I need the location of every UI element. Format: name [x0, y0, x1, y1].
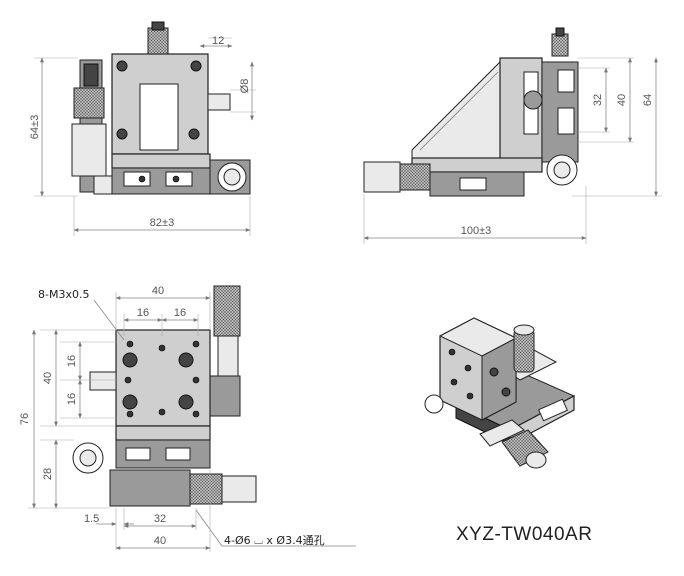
top-view: 8-M3x0.5 4-Ø6 ⌴ x Ø3.4通孔 40 16 16 16 16 … — [19, 285, 356, 552]
side-view: 32 40 64 100±3 — [363, 27, 662, 244]
model-title: XYZ-TW040AR — [456, 524, 592, 545]
top-dim-base-pitch: 32 — [154, 513, 166, 525]
front-dim-shaft-dia: Ø8 — [239, 79, 251, 94]
front-dim-width: 82±3 — [150, 217, 174, 229]
top-bottom-micrometer-sleeve — [221, 475, 257, 503]
side-dim-height: 64 — [642, 94, 654, 106]
side-bracket — [411, 60, 501, 159]
front-dim-shaft-offset: 12 — [212, 35, 224, 47]
top-bottom-block — [109, 469, 191, 507]
tap-hole — [192, 410, 200, 418]
front-window — [139, 83, 179, 151]
front-dim-height: 64±3 — [29, 115, 41, 139]
top-micrometer-thimble — [213, 285, 241, 337]
side-dim-slot: 32 — [592, 94, 604, 106]
top-dim-total-height: 76 — [19, 413, 31, 425]
top-dim-pitch-right: 16 — [174, 307, 186, 319]
side-left-micrometer-sleeve — [363, 161, 401, 193]
tap-hole — [126, 410, 134, 418]
top-tap-note: 8-M3x0.5 — [38, 288, 89, 301]
isometric-view — [424, 317, 576, 469]
tap-hole — [192, 376, 200, 384]
tap-hole — [124, 376, 132, 384]
front-screw-br — [188, 128, 200, 140]
front-left-micrometer-sleeve — [71, 123, 107, 177]
top-dim-offset: 1.5 — [84, 513, 99, 525]
top-bottom-micrometer-thimble — [189, 473, 223, 505]
top-dim-base-width: 40 — [154, 535, 166, 547]
top-dim-top-width: 40 — [152, 285, 164, 297]
side-top-knob — [551, 33, 569, 57]
top-micrometer-sleeve — [217, 335, 239, 377]
tap-hole — [192, 340, 200, 348]
iso-left-knob — [424, 394, 444, 414]
front-screw-tr — [190, 60, 202, 72]
top-dim-base-height: 28 — [42, 468, 54, 480]
tap-hole — [158, 408, 166, 416]
side-left-micrometer-thimble — [399, 163, 431, 191]
front-screw-tl — [116, 60, 128, 72]
top-dim-pitch-v2: 16 — [66, 393, 78, 405]
front-screw-bl — [116, 128, 128, 140]
counterbore-hole — [122, 352, 138, 368]
iso-bottom-micrometer-sleeve — [479, 419, 525, 447]
counterbore-hole — [178, 352, 194, 368]
top-dim-plate-height: 40 — [42, 372, 54, 384]
front-right-shaft — [207, 93, 231, 111]
top-dim-pitch-left: 16 — [137, 307, 149, 319]
counterbore-hole — [122, 394, 138, 410]
top-dim-pitch-v1: 16 — [66, 355, 78, 367]
front-top-knob — [147, 27, 169, 55]
tap-hole — [158, 344, 166, 352]
side-dim-plate: 40 — [616, 94, 628, 106]
front-left-micrometer-thimble — [73, 87, 105, 119]
top-left-shaft — [89, 371, 117, 391]
front-view: 12 Ø8 64±3 82±3 — [29, 21, 256, 236]
counterbore-hole — [178, 394, 194, 410]
side-dim-length: 100±3 — [461, 225, 492, 237]
top-hole-note: 4-Ø6 ⌴ x Ø3.4通孔 — [224, 534, 325, 547]
iso-top-micrometer — [513, 329, 535, 373]
tap-hole — [126, 340, 134, 348]
